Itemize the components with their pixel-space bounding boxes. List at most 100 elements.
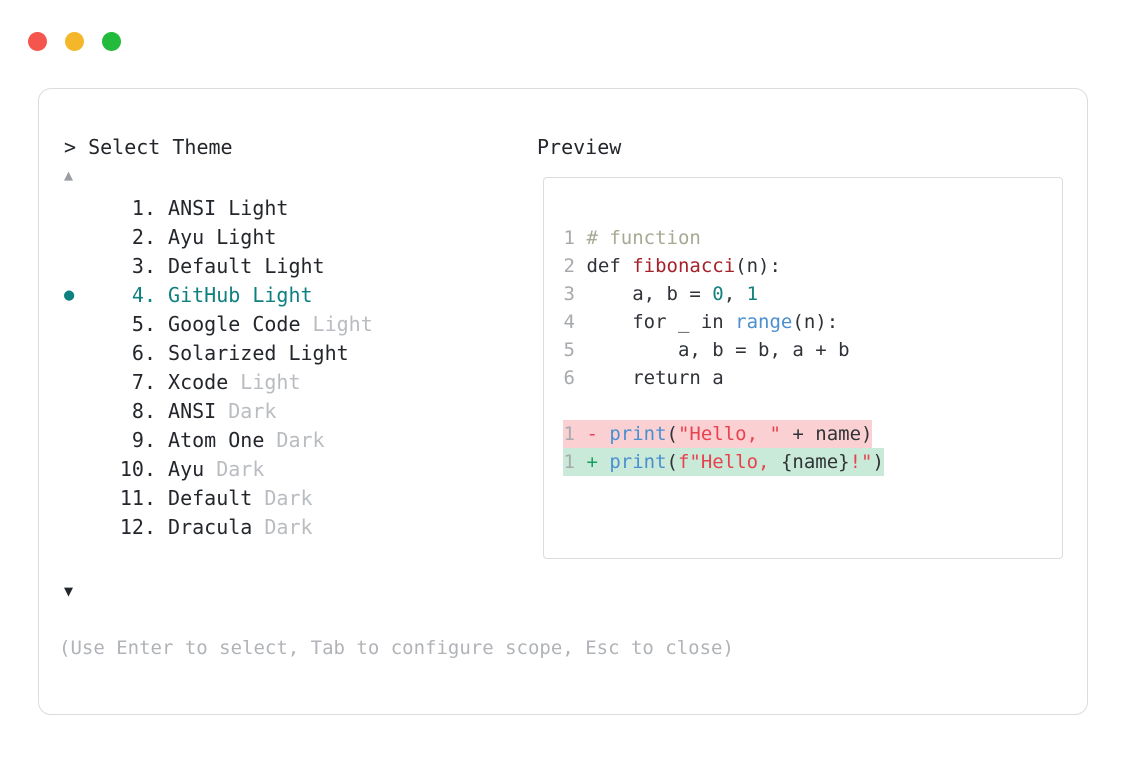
theme-variant: Light <box>312 312 373 336</box>
scroll-up-icon[interactable]: ▲ <box>64 166 74 184</box>
theme-list-item[interactable]: 6. Solarized Light <box>64 339 494 368</box>
code-token: + name) <box>780 423 873 445</box>
code-line: 3 a, b = 0, 1 <box>563 280 884 308</box>
diff-line: 1 + print(f"Hello, {name}!") <box>563 448 884 476</box>
theme-index: 5. <box>131 312 156 336</box>
code-token: "Hello, " <box>677 423 781 445</box>
gutter-space <box>575 227 586 249</box>
code-token: 0 <box>712 283 724 305</box>
code-token: f"Hello, <box>677 451 781 473</box>
theme-variant: Dark <box>228 399 277 423</box>
theme-name: GitHub <box>156 283 253 307</box>
theme-name: Default <box>156 254 265 278</box>
theme-index: 11. <box>119 486 156 510</box>
keyboard-hint: (Use Enter to select, Tab to configure s… <box>59 637 734 659</box>
theme-variant: Light <box>228 196 289 220</box>
code-line: 2 def fibonacci(n): <box>563 252 884 280</box>
theme-index: 10. <box>119 457 156 481</box>
theme-variant: Dark <box>216 457 265 481</box>
code-token: # function <box>586 227 701 249</box>
theme-list-item[interactable]: 9. Atom One Dark <box>64 426 494 455</box>
code-token: {name} <box>780 451 850 473</box>
theme-list-item[interactable]: ●4. GitHub Light <box>64 281 494 310</box>
code-token: a, b = b, a + b <box>586 339 850 361</box>
line-number: 1 <box>563 227 575 249</box>
code-token: , <box>723 283 747 305</box>
code-token: ! <box>849 451 862 473</box>
code-token: (n): <box>792 311 839 333</box>
theme-index: 12. <box>119 515 156 539</box>
code-line: 5 a, b = b, a + b <box>563 336 884 364</box>
code-token: def <box>586 255 633 277</box>
code-token: ( <box>666 423 678 445</box>
theme-name: ANSI <box>156 196 229 220</box>
theme-index: 7. <box>131 370 156 394</box>
code-token: ( <box>666 451 678 473</box>
code-token: print <box>609 423 667 445</box>
theme-name: Google Code <box>156 312 313 336</box>
code-token: print <box>609 451 667 473</box>
theme-list-item[interactable]: 1. ANSI Light <box>64 194 494 223</box>
line-number: 1 <box>563 451 575 473</box>
theme-list-item[interactable]: 8. ANSI Dark <box>64 397 494 426</box>
code-token: for _ in <box>586 311 736 333</box>
gutter-space <box>575 283 586 305</box>
theme-name: ANSI <box>156 399 229 423</box>
maximize-button[interactable] <box>102 32 121 51</box>
theme-name: Atom One <box>156 428 277 452</box>
theme-list-item[interactable]: 11. Default Dark <box>64 484 494 513</box>
diff-added-line: 1 + print(f"Hello, {name}!") <box>563 448 884 476</box>
theme-list-item[interactable]: 7. Xcode Light <box>64 368 494 397</box>
line-number: 3 <box>563 283 575 305</box>
line-number: 2 <box>563 255 575 277</box>
close-button[interactable] <box>28 32 47 51</box>
theme-picker-card: > Select Theme Preview ▲ ▼ 1. ANSI Light… <box>38 88 1088 715</box>
code-line: 4 for _ in range(n): <box>563 308 884 336</box>
theme-name: Ayu <box>156 457 217 481</box>
theme-name: Dracula <box>156 515 265 539</box>
scroll-down-icon[interactable]: ▼ <box>64 582 74 600</box>
theme-name: Default <box>156 486 265 510</box>
window-controls <box>28 32 121 51</box>
code-token: fibonacci <box>632 255 736 277</box>
line-number: 5 <box>563 339 575 361</box>
preview-title: Preview <box>537 135 622 159</box>
theme-index: 6. <box>131 341 156 365</box>
code-line: 6 return a <box>563 364 884 392</box>
line-number: 6 <box>563 367 575 389</box>
code-token: a, b = <box>586 283 713 305</box>
theme-list-item[interactable]: 12. Dracula Dark <box>64 513 494 542</box>
theme-variant: Light <box>252 283 313 307</box>
diff-marker: + <box>575 451 610 473</box>
theme-list-item[interactable]: 2. Ayu Light <box>64 223 494 252</box>
gutter-space <box>575 367 586 389</box>
line-number: 1 <box>563 423 575 445</box>
code-spacer <box>563 392 884 420</box>
code-token: range <box>735 311 793 333</box>
theme-index: 2. <box>131 225 156 249</box>
page-title: > Select Theme <box>64 135 233 159</box>
theme-variant: Light <box>288 341 349 365</box>
line-number: 4 <box>563 311 575 333</box>
minimize-button[interactable] <box>65 32 84 51</box>
gutter-space <box>575 311 586 333</box>
theme-index: 9. <box>131 428 156 452</box>
code-token: (n): <box>735 255 781 277</box>
theme-list-item[interactable]: 3. Default Light <box>64 252 494 281</box>
theme-list-item[interactable]: 10. Ayu Dark <box>64 455 494 484</box>
theme-variant: Dark <box>276 428 325 452</box>
theme-variant: Light <box>240 370 301 394</box>
diff-removed-line: 1 - print("Hello, " + name) <box>563 420 873 448</box>
code-token: " <box>861 451 873 473</box>
theme-index: 3. <box>131 254 156 278</box>
theme-variant: Dark <box>264 515 313 539</box>
diff-marker: - <box>575 423 610 445</box>
theme-list-item[interactable]: 5. Google Code Light <box>64 310 494 339</box>
gutter-space <box>575 339 586 361</box>
code-token: return a <box>586 367 724 389</box>
code-line: 1 # function <box>563 224 884 252</box>
theme-index: 1. <box>131 196 156 220</box>
diff-line: 1 - print("Hello, " + name) <box>563 420 884 448</box>
